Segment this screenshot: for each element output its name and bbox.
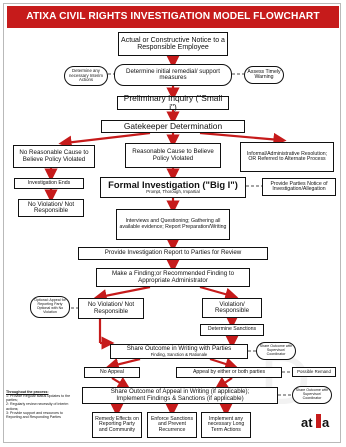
sidenote: Throughout the process: 1: Provide Regul… — [6, 390, 74, 419]
node-share-appeal-title: Share Outcome of Appeal in Writing (if a… — [110, 388, 250, 395]
arrow-gate-informal — [199, 131, 287, 146]
node-interviews: Interviews and Questioning; Gathering al… — [116, 209, 230, 240]
node-notice-parties: Provide Parties Notice of Investigation/… — [262, 178, 336, 196]
node-appeal-either-label: Appeal by either or both parties — [192, 368, 266, 375]
node-share-appeal-subtitle: Implement Findings & Sanctions (if appli… — [116, 394, 244, 402]
node-finding: Make a Finding;or Recommended Finding to… — [96, 268, 250, 287]
svg-text:at: at — [301, 415, 313, 430]
node-cause: Reasonable Cause to Believe Policy Viola… — [125, 143, 221, 168]
node-no-violation-label: No Violation/ Not Responsible — [27, 200, 75, 214]
node-small-i-label: Preliminary Inquiry ("Small i") — [123, 93, 223, 112]
node-no-appeal-label: No Appeal — [100, 368, 124, 375]
arrow-finding-violation — [199, 285, 239, 301]
node-implement: Implement any necessary Long Term Action… — [201, 412, 251, 438]
node-sanctions: Determine Sanctions — [200, 324, 264, 336]
arrow-share-appeal — [209, 357, 239, 371]
node-big-i: Formal Investigation ("Big I") Prompt, T… — [100, 177, 246, 198]
node-big-i-title: Formal Investigation ("Big I") — [108, 179, 238, 191]
node-no-cause: No Reasonable Cause to Believe Policy Vi… — [13, 145, 95, 168]
node-enforce-label: Enforce Sanctions and Prevent Recurrence — [150, 415, 194, 433]
node-inv-ends: Investigation Ends — [14, 178, 84, 189]
node-violation-label: Violation/ Responsible — [214, 300, 250, 314]
node-timely: Assess Timely Warning — [244, 66, 284, 84]
node-notice-parties-label: Provide Parties Notice of Investigation/… — [270, 180, 328, 192]
node-share-outcome-subtitle: Finding, Sanction & Rationale — [150, 351, 208, 357]
node-share-outcome-title: Share Outcome in Writing with Parties — [126, 345, 232, 352]
node-no-violation-2-label: No Violation/ Not Responsible — [87, 301, 135, 315]
node-enforce: Enforce Sanctions and Prevent Recurrence — [147, 412, 197, 438]
node-no-cause-label: No Reasonable Cause to Believe Policy Vi… — [19, 149, 89, 163]
node-big-i-subtitle: Prompt, Thorough, Impartial — [146, 189, 200, 195]
node-appeal-optional: Optional: Appeal for Reporting Party Opt… — [30, 296, 70, 318]
node-gatekeeper-label: Gatekeeper Determination — [123, 121, 223, 132]
sidenote-heading: Throughout the process: — [6, 390, 49, 394]
node-gatekeeper: Gatekeeper Determination — [101, 120, 245, 133]
node-implement-label: Implement any necessary Long Term Action… — [207, 415, 245, 433]
node-share-supervisor-1: Share Outcome with Supervisor/ Coordinat… — [256, 342, 296, 360]
node-share-appeal: Share Outcome of Appeal in Writing (if a… — [82, 387, 278, 404]
node-appeal-either: Appeal by either or both parties — [176, 367, 282, 378]
node-possible-remand-label: Possible Remand — [297, 368, 331, 374]
atixa-logo: at a — [300, 410, 340, 434]
node-notice-label: Actual or Constructive Notice to a Respo… — [121, 36, 225, 51]
sidenote-item: 2: Regularly review necessity of interim… — [6, 402, 69, 411]
svg-text:a: a — [322, 415, 330, 430]
node-informal: Informal/Administrative Resolution; OR R… — [240, 142, 334, 172]
arrow-finding-noviolation — [93, 285, 151, 303]
arrow-share-noappeal — [105, 357, 141, 371]
node-inv-ends-label: Investigation Ends — [27, 179, 71, 186]
node-remedial-label: Determine initial remedial/ support meas… — [126, 67, 220, 81]
node-remedy-label: Remedy Effects on Reporting Party and Co… — [95, 415, 139, 433]
node-cause-label: Reasonable Cause to Believe Policy Viola… — [132, 148, 214, 162]
node-possible-remand: Possible Remand — [292, 367, 336, 377]
node-share-outcome: Share Outcome in Writing with Parties Fi… — [110, 344, 248, 359]
node-share-supervisor-2-label: Share Outcome with Supervisor/ Coordinat… — [295, 388, 329, 400]
node-violation: Violation/ Responsible — [202, 298, 262, 318]
page-border — [3, 3, 341, 443]
node-notice: Actual or Constructive Notice to a Respo… — [118, 32, 228, 56]
node-share-supervisor-2: Share Outcome with Supervisor/ Coordinat… — [292, 386, 332, 404]
arrow-gate-nocause — [58, 131, 151, 149]
node-interviews-label: Interviews and Questioning; Gathering al… — [119, 218, 227, 230]
node-finding-label: Make a Finding;or Recommended Finding to… — [111, 270, 235, 284]
node-interim: Determine any necessary Interim Actions — [64, 66, 108, 86]
node-share-supervisor-1-label: Share Outcome with Supervisor/ Coordinat… — [259, 344, 293, 356]
atixa-logo-icon: at a — [301, 414, 330, 430]
node-provide-report: Provide Investigation Report to Parties … — [78, 247, 268, 260]
node-no-violation-2: No Violation/ Not Responsible — [78, 298, 144, 319]
sidenote-item: 1: Provide Regular status updates to the… — [6, 394, 71, 403]
node-sanctions-label: Determine Sanctions — [207, 326, 257, 333]
node-provide-report-label: Provide Investigation Report to Parties … — [104, 249, 242, 257]
node-no-appeal: No Appeal — [84, 367, 140, 378]
node-interim-label: Determine any necessary Interim Actions — [69, 68, 103, 83]
node-no-violation: No Violation/ Not Responsible — [18, 199, 84, 217]
node-remedy: Remedy Effects on Reporting Party and Co… — [92, 412, 142, 438]
chart-title: ATIXA CIVIL RIGHTS INVESTIGATION MODEL F… — [7, 6, 339, 28]
node-remedial: Determine initial remedial/ support meas… — [114, 64, 232, 86]
node-informal-label: Informal/Administrative Resolution; OR R… — [246, 150, 328, 162]
node-small-i: Preliminary Inquiry ("Small i") — [117, 93, 229, 112]
arrow-appeal-outcome — [214, 376, 233, 390]
arrow-noappeal-outcome — [111, 376, 131, 390]
node-timely-label: Assess Timely Warning — [247, 68, 281, 80]
sidenote-item: 3: Provide support and resources to Repo… — [6, 410, 63, 419]
node-appeal-optional-label: Optional: Appeal for Reporting Party Opt… — [34, 298, 66, 314]
